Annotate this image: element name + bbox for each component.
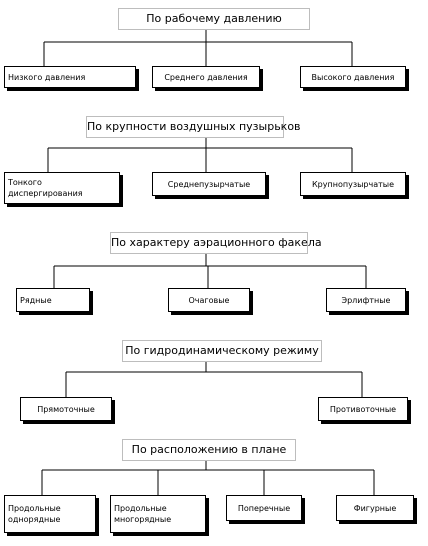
item-high-pressure: Высокого давления (300, 66, 406, 88)
item-label: Низкого давления (8, 72, 86, 82)
item-label: Противоточные (329, 404, 397, 414)
item-label: Фигурные (353, 503, 397, 513)
item-label: Продольные однорядные (8, 504, 61, 524)
item-longitudinal-single-row: Продольные однорядные (4, 495, 96, 533)
item-low-pressure: Низкого давления (4, 66, 136, 88)
item-label: Прямоточные (37, 404, 95, 414)
group-heading-hydrodynamic-mode: По гидродинамическому режиму (122, 340, 322, 362)
item-label: Высокого давления (311, 72, 395, 82)
item-label: Рядные (20, 295, 52, 305)
group-heading-bubble-size: По крупности воздушных пузырьков (86, 116, 301, 138)
item-figured: Фигурные (336, 495, 414, 521)
item-airlift: Эрлифтные (326, 288, 406, 312)
item-label: Крупнопузырчатые (312, 179, 394, 189)
group-heading-aeration-plume: По характеру аэрационного факела (110, 232, 322, 254)
item-longitudinal-multi-row: Продольные многорядные (110, 495, 206, 533)
item-label: Поперечные (237, 503, 291, 513)
item-row: Рядные (16, 288, 90, 312)
item-label: Тонкого диспергирования (8, 178, 83, 198)
item-transverse: Поперечные (226, 495, 302, 521)
item-label: Среднего давления (164, 72, 248, 82)
item-fine-dispersion: Тонкого диспергирования (4, 172, 120, 204)
item-medium-bubble: Среднепузырчатые (152, 172, 266, 196)
item-label: Среднепузырчатые (167, 179, 251, 189)
group-heading-plan-layout: По расположению в плане (122, 439, 296, 461)
item-coarse-bubble: Крупнопузырчатые (300, 172, 406, 196)
item-label: Продольные многорядные (114, 504, 172, 524)
item-direct-flow: Прямоточные (20, 397, 112, 421)
item-counter-flow: Противоточные (318, 397, 408, 421)
group-heading-pressure: По рабочему давлению (118, 8, 310, 30)
item-label: Очаговые (188, 295, 230, 305)
item-label: Эрлифтные (341, 295, 391, 305)
item-focal: Очаговые (168, 288, 250, 312)
item-medium-pressure: Среднего давления (152, 66, 260, 88)
